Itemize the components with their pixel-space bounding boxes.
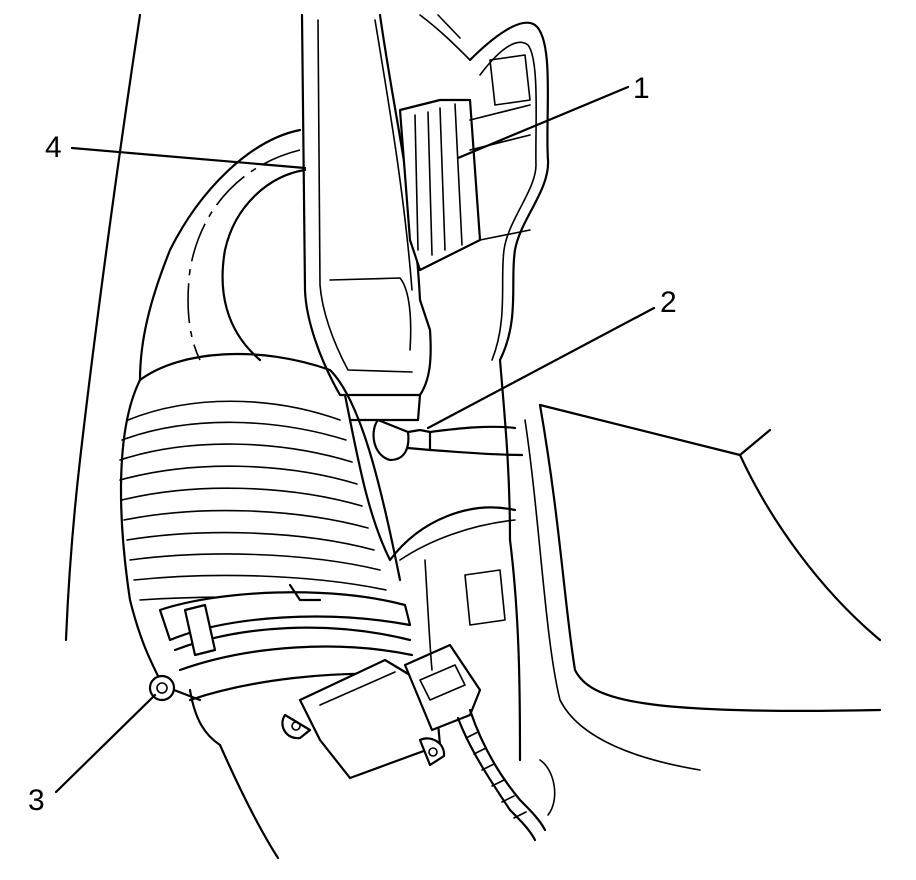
component-1-sensor bbox=[398, 98, 531, 272]
callout-3: 3 bbox=[28, 784, 45, 817]
upper-air-duct bbox=[300, 13, 432, 422]
duct-lower-body bbox=[348, 418, 517, 562]
right-cover-panel bbox=[524, 403, 882, 771]
leader-line-1 bbox=[456, 85, 630, 160]
clamp-bolt bbox=[148, 674, 202, 702]
maf-sensor bbox=[281, 658, 446, 780]
leader-line-3 bbox=[54, 693, 157, 794]
frame-bracket bbox=[419, 14, 550, 762]
wire-connector bbox=[403, 643, 547, 842]
leader-line-4 bbox=[70, 146, 307, 170]
outlet-tube bbox=[188, 688, 280, 860]
left-body-outline bbox=[64, 13, 142, 642]
intake-elbow bbox=[138, 128, 307, 382]
callout-4: 4 bbox=[45, 131, 62, 164]
callout-2: 2 bbox=[660, 286, 677, 319]
callout-1: 1 bbox=[633, 72, 650, 105]
leader-line-2 bbox=[426, 306, 656, 430]
hose-clamp bbox=[158, 583, 414, 672]
component-2-connector bbox=[372, 418, 524, 462]
